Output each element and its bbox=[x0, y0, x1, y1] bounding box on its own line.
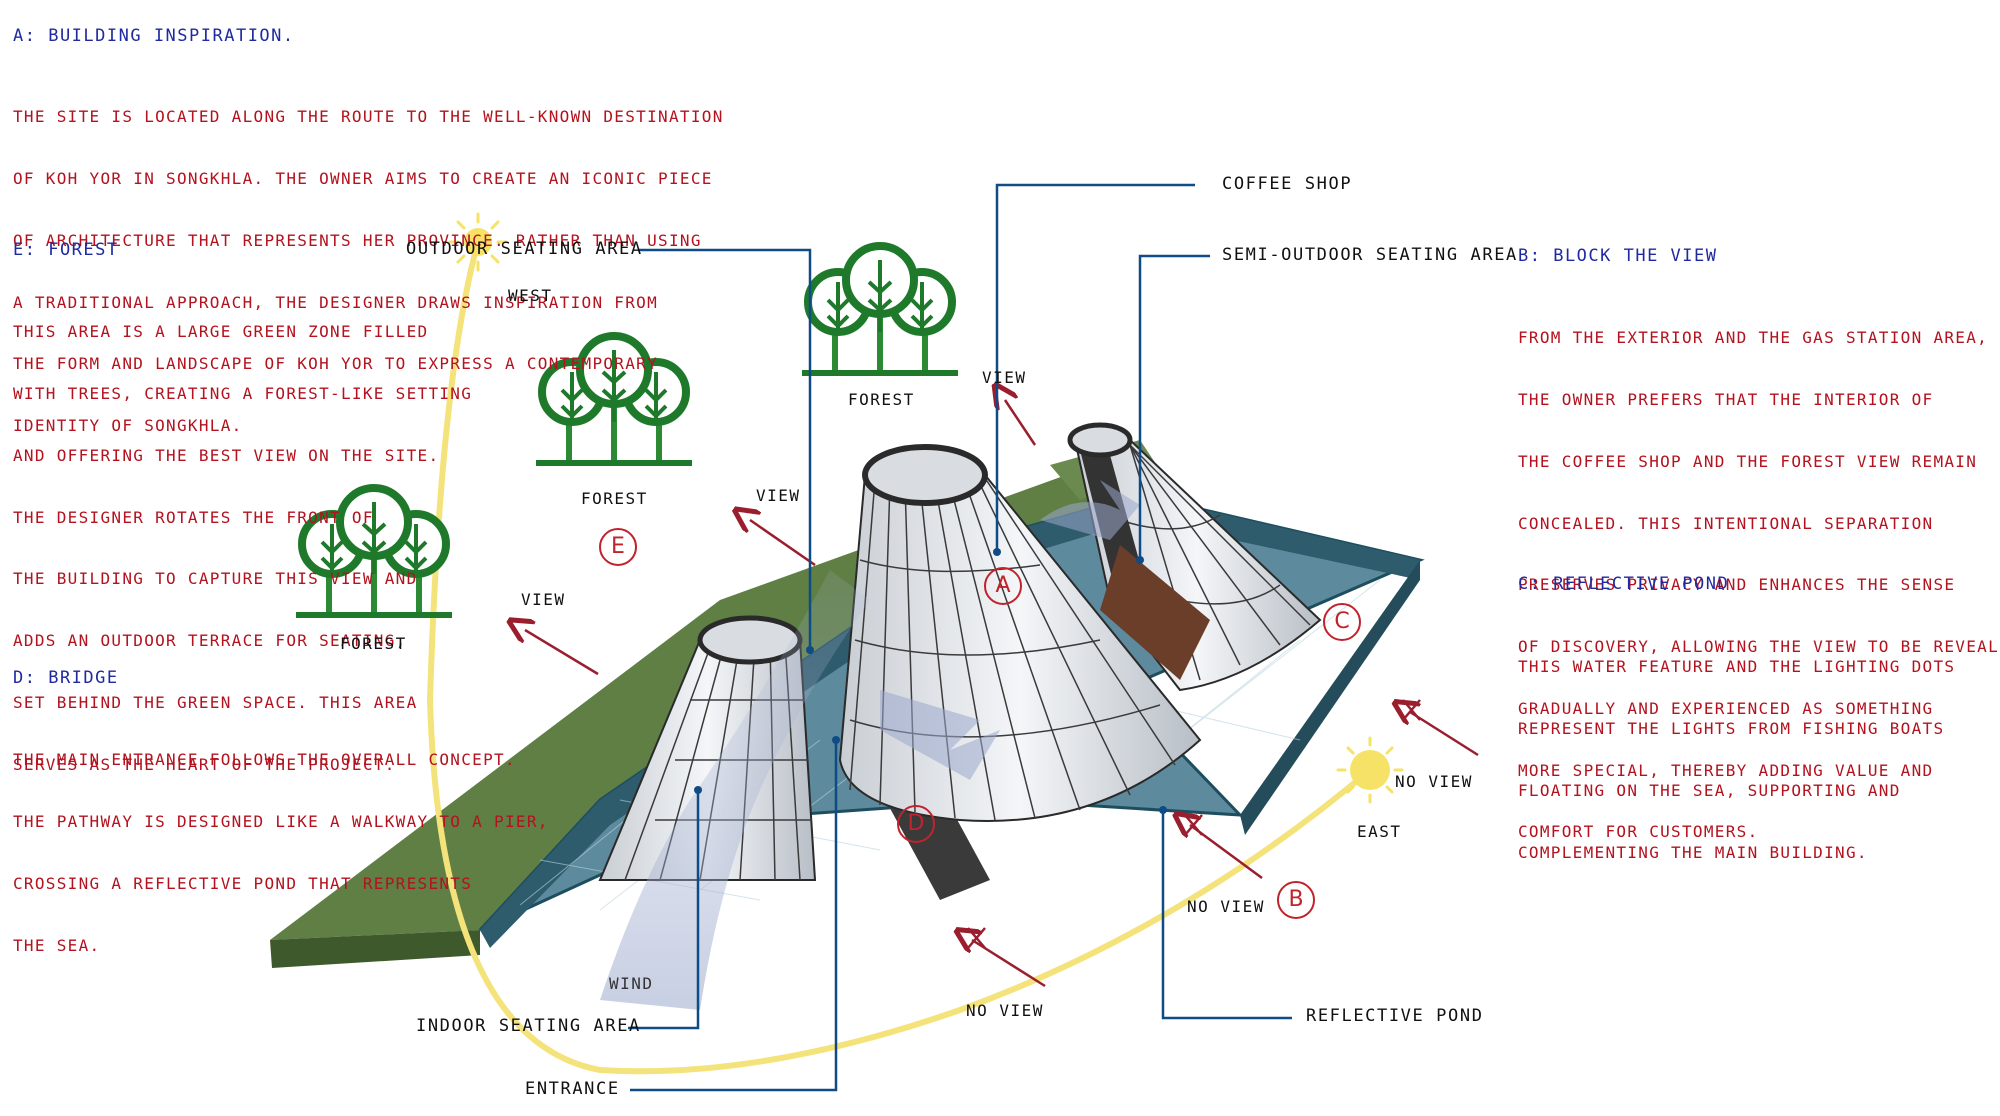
forest-line: SET BEHIND THE GREEN SPACE. THIS AREA bbox=[13, 692, 418, 712]
view-arrow-top bbox=[1005, 400, 1037, 446]
entrance-label: ENTRANCE bbox=[525, 1079, 620, 1099]
bridge-heading: D: BRIDGE bbox=[13, 668, 119, 688]
block-view-line: PRESERVES PRIVACY AND ENHANCES THE SENSE bbox=[1518, 575, 1956, 595]
reflective-pond-label: REFLECTIVE POND bbox=[1306, 1006, 1484, 1026]
no-view-arrow-east bbox=[1410, 712, 1479, 757]
east-label: EAST bbox=[1357, 822, 1402, 841]
forest-line: THIS AREA IS A LARGE GREEN ZONE FILLED bbox=[13, 322, 429, 342]
forest-label-top: FOREST bbox=[848, 390, 915, 409]
no-view-label-pond: NO VIEW bbox=[1187, 897, 1265, 916]
sun-east-icon bbox=[1336, 736, 1404, 804]
wind-arrow-top bbox=[1040, 480, 1140, 540]
zone-marker-d: D bbox=[897, 805, 935, 843]
forest-paragraph: THIS AREA IS A LARGE GREEN ZONE FILLED W… bbox=[13, 281, 472, 816]
sun-path bbox=[426, 239, 1373, 1075]
sun-west-icon bbox=[448, 212, 508, 272]
bridge-paragraph: THE MAIN ENTRANCE FOLLOWS THE OVERALL CO… bbox=[13, 709, 549, 997]
forest-line: THE BUILDING TO CAPTURE THIS VIEW AND bbox=[13, 569, 418, 589]
inspiration-line: IDENTITY OF SONGKHLA. bbox=[13, 416, 243, 436]
view-arrow-middle bbox=[750, 520, 816, 567]
block-view-line: THE OWNER PREFERS THAT THE INTERIOR OF bbox=[1518, 389, 1934, 409]
forest-label-middle: FOREST bbox=[581, 489, 648, 508]
forest-tree-icon-top bbox=[802, 246, 958, 376]
block-view-line: CONCEALED. THIS INTENTIONAL SEPARATION bbox=[1518, 513, 1934, 533]
forest-line: AND OFFERING THE BEST VIEW ON THE SITE. bbox=[13, 445, 440, 465]
inspiration-line: A TRADITIONAL APPROACH, THE DESIGNER DRA… bbox=[13, 292, 659, 312]
zone-marker-a: A bbox=[984, 567, 1022, 605]
leader-reflective-pond bbox=[1161, 810, 1292, 1020]
inspiration-line: OF KOH YOR IN SONGKHLA. THE OWNER AIMS T… bbox=[13, 168, 713, 188]
leader-entrance bbox=[630, 740, 838, 1092]
inspiration-paragraph: THE SITE IS LOCATED ALONG THE ROUTE TO T… bbox=[13, 66, 724, 478]
wind-label: WIND bbox=[609, 974, 654, 993]
forest-line: SERVES AS THE HEART OF THE PROJECT. bbox=[13, 754, 396, 774]
view-label-left: VIEW bbox=[521, 590, 566, 609]
zone-marker-b: B bbox=[1277, 881, 1315, 919]
block-view-line: FROM THE EXTERIOR AND THE GAS STATION AR… bbox=[1518, 328, 1989, 348]
block-view-paragraph: FROM THE EXTERIOR AND THE GAS STATION AR… bbox=[1518, 287, 2000, 884]
block-view-line: OF DISCOVERY, ALLOWING THE VIEW TO BE RE… bbox=[1518, 637, 2000, 657]
west-label: WEST bbox=[508, 286, 553, 305]
forest-line: THE DESIGNER ROTATES THE FRONT OF bbox=[13, 507, 374, 527]
wind-flow bbox=[600, 570, 870, 1010]
block-view-line: MORE SPECIAL, THEREBY ADDING VALUE AND bbox=[1518, 760, 1934, 780]
leader-outdoor-seating bbox=[638, 248, 812, 650]
forest-line: WITH TREES, CREATING A FOREST-LIKE SETTI… bbox=[13, 383, 473, 403]
pond-line: FLOATING ON THE SEA, SUPPORTING AND bbox=[1518, 780, 1901, 800]
pond-line: REPRESENT THE LIGHTS FROM FISHING BOATS bbox=[1518, 718, 1945, 738]
block-view-line: GRADUALLY AND EXPERIENCED AS SOMETHING bbox=[1518, 698, 1934, 718]
inspiration-line: OF ARCHITECTURE THAT REPRESENTS HER PROV… bbox=[13, 230, 702, 250]
view-arrow-left bbox=[525, 630, 599, 676]
inspiration-heading: A: BUILDING INSPIRATION. bbox=[13, 26, 295, 46]
no-view-label-south: NO VIEW bbox=[966, 1001, 1044, 1020]
zone-marker-c: C bbox=[1323, 603, 1361, 641]
leader-indoor-seating bbox=[628, 790, 700, 1030]
no-view-label-east: NO VIEW bbox=[1395, 772, 1473, 791]
bridge-line: THE SEA. bbox=[13, 935, 101, 955]
pond-line: COMPLEMENTING THE MAIN BUILDING. bbox=[1518, 842, 1868, 862]
zone-marker-e: E bbox=[599, 528, 637, 566]
view-label-middle: VIEW bbox=[756, 486, 801, 505]
pond-paragraph: THIS WATER FEATURE AND THE LIGHTING DOTS… bbox=[1518, 616, 1955, 904]
bridge-line: CROSSING A REFLECTIVE POND THAT REPRESEN… bbox=[13, 873, 473, 893]
block-view-line: THE COFFEE SHOP AND THE FOREST VIEW REMA… bbox=[1518, 451, 1978, 471]
pond-line: THIS WATER FEATURE AND THE LIGHTING DOTS bbox=[1518, 657, 1956, 677]
leader-coffee-shop bbox=[995, 183, 1195, 552]
forest-heading: E: FOREST bbox=[13, 240, 119, 260]
bridge-line: THE MAIN ENTRANCE FOLLOWS THE OVERALL CO… bbox=[13, 750, 516, 770]
view-label-top: VIEW bbox=[982, 368, 1027, 387]
inspiration-line: THE FORM AND LANDSCAPE OF KOH YOR TO EXP… bbox=[13, 354, 659, 374]
forest-line: ADDS AN OUTDOOR TERRACE FOR SEATING, bbox=[13, 631, 407, 651]
bridge-line: THE PATHWAY IS DESIGNED LIKE A WALKWAY T… bbox=[13, 811, 549, 831]
leader-semi-outdoor bbox=[1138, 254, 1210, 560]
forest-label-left: FOREST bbox=[340, 634, 407, 653]
pond-heading: C: REFLECTIVE POND bbox=[1518, 574, 1730, 594]
block-view-heading: B: BLOCK THE VIEW bbox=[1518, 246, 1718, 266]
semi-outdoor-seating-label: SEMI-OUTDOOR SEATING AREA bbox=[1222, 245, 1518, 265]
wind-arrow-center bbox=[880, 690, 1000, 780]
coffee-shop-label: COFFEE SHOP bbox=[1222, 174, 1353, 194]
inspiration-line: THE SITE IS LOCATED ALONG THE ROUTE TO T… bbox=[13, 107, 724, 127]
block-view-line: COMFORT FOR CUSTOMERS. bbox=[1518, 822, 1759, 842]
indoor-seating-label: INDOOR SEATING AREA bbox=[416, 1016, 641, 1036]
outdoor-seating-label: OUTDOOR SEATING AREA bbox=[406, 239, 643, 259]
